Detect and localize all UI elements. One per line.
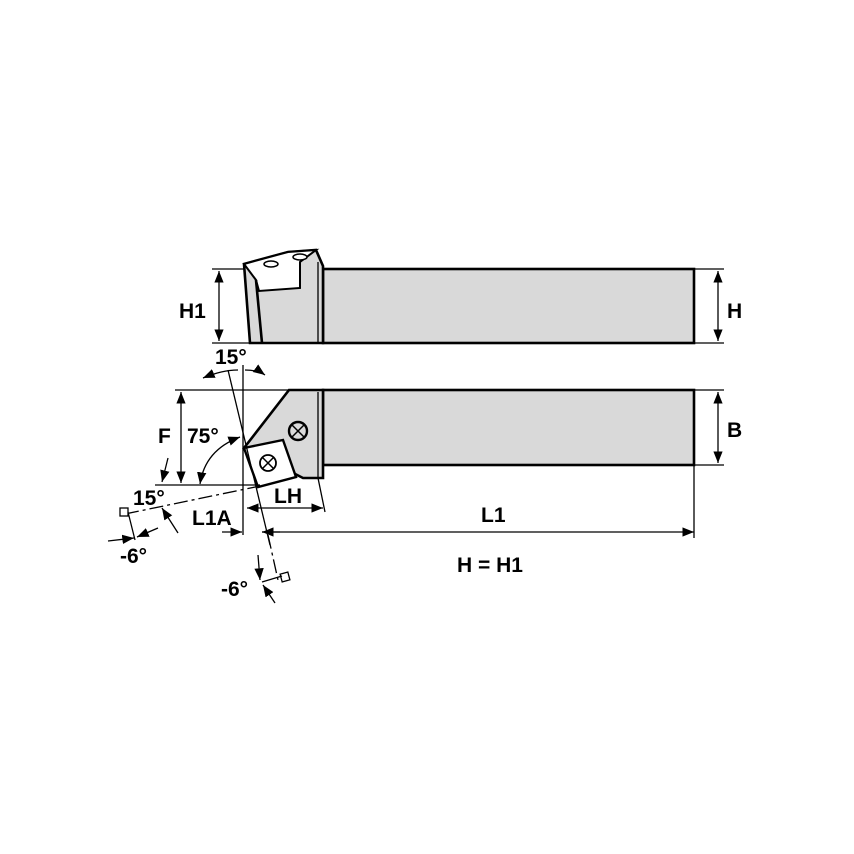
label-l1a: L1A	[192, 507, 232, 530]
plan-view	[107, 364, 724, 604]
label-lh: LH	[274, 485, 302, 508]
screw-hole-icon	[263, 260, 279, 268]
label-angle-15-top: 15°	[215, 346, 247, 369]
label-h: H	[727, 300, 742, 323]
label-l1: L1	[481, 504, 506, 527]
label-angle-15-left: 15°	[133, 487, 165, 510]
shank-side	[321, 267, 696, 345]
label-note: H = H1	[457, 554, 523, 577]
label-f: F	[158, 425, 171, 448]
label-angle-minus6-left: -6°	[120, 545, 147, 568]
angle-75-arc	[197, 436, 241, 485]
label-h1: H1	[179, 300, 206, 323]
screw-hole-icon	[292, 253, 308, 261]
label-b: B	[727, 419, 742, 442]
label-angle-75: 75°	[187, 425, 219, 448]
side-view	[212, 248, 724, 345]
shank-plan	[321, 388, 696, 467]
insert-rake-icon	[279, 571, 291, 583]
label-angle-minus6-bottom: -6°	[221, 578, 248, 601]
insert-rake-icon	[119, 507, 129, 517]
